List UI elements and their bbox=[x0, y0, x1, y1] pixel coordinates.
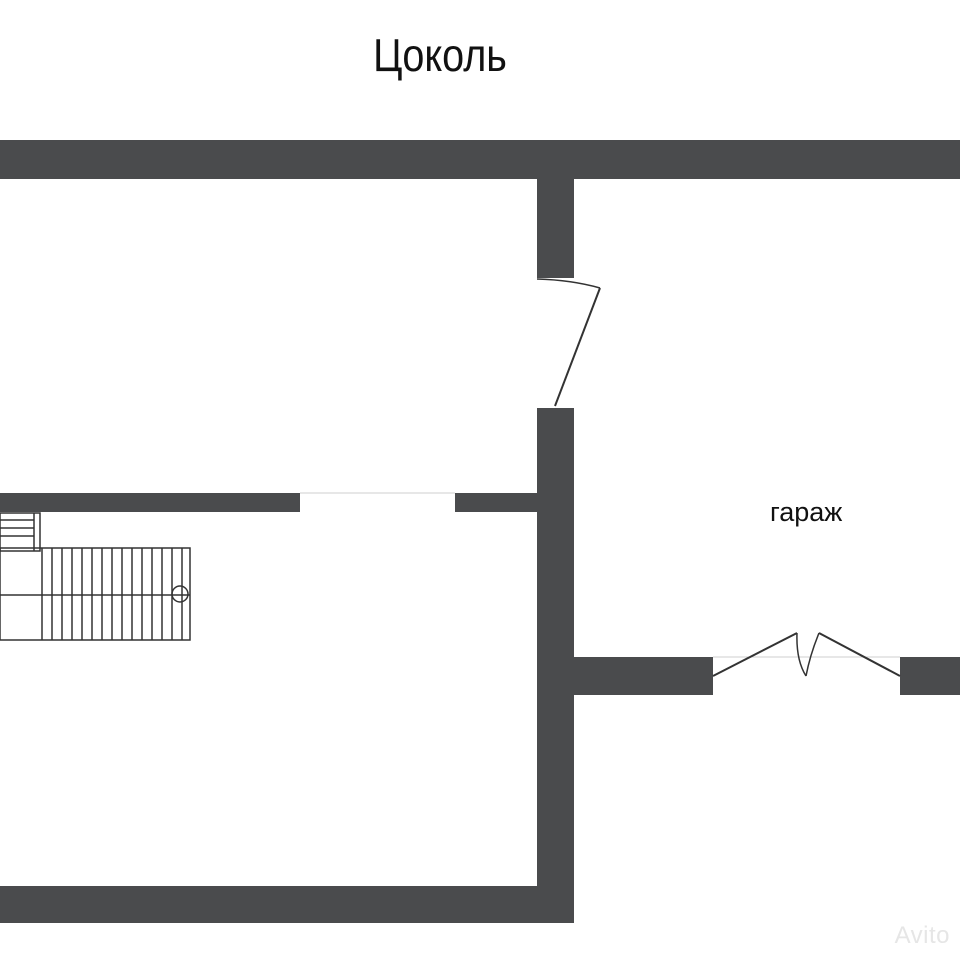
stair-flight bbox=[0, 547, 191, 641]
wall-hall-left bbox=[0, 493, 300, 512]
garage-door-leaf-right bbox=[818, 632, 901, 677]
garage-door-leaf-left bbox=[712, 632, 798, 677]
wall-top bbox=[0, 140, 960, 179]
wall-bottom bbox=[0, 886, 574, 923]
staircase bbox=[0, 512, 191, 641]
stair-treads bbox=[41, 548, 183, 640]
door-leaf-upper bbox=[554, 287, 601, 407]
wall-partition-upper bbox=[537, 179, 574, 278]
plan-title: Цоколь bbox=[373, 29, 507, 81]
room-label-garage: гараж bbox=[770, 497, 843, 527]
wall-garage-right bbox=[900, 657, 960, 695]
stair-arrow-start bbox=[171, 585, 189, 603]
door-arc-upper bbox=[536, 278, 601, 289]
garage-door-arc-left bbox=[796, 632, 807, 677]
openings bbox=[300, 492, 900, 658]
walls bbox=[0, 140, 960, 923]
garage-door-arc-right bbox=[805, 632, 820, 677]
wall-partition-lower bbox=[537, 408, 574, 923]
stair-landing bbox=[0, 512, 41, 552]
doors bbox=[536, 278, 901, 677]
wall-garage-left bbox=[574, 657, 713, 695]
wall-hall-right bbox=[455, 493, 537, 512]
watermark: Avito bbox=[894, 922, 950, 949]
